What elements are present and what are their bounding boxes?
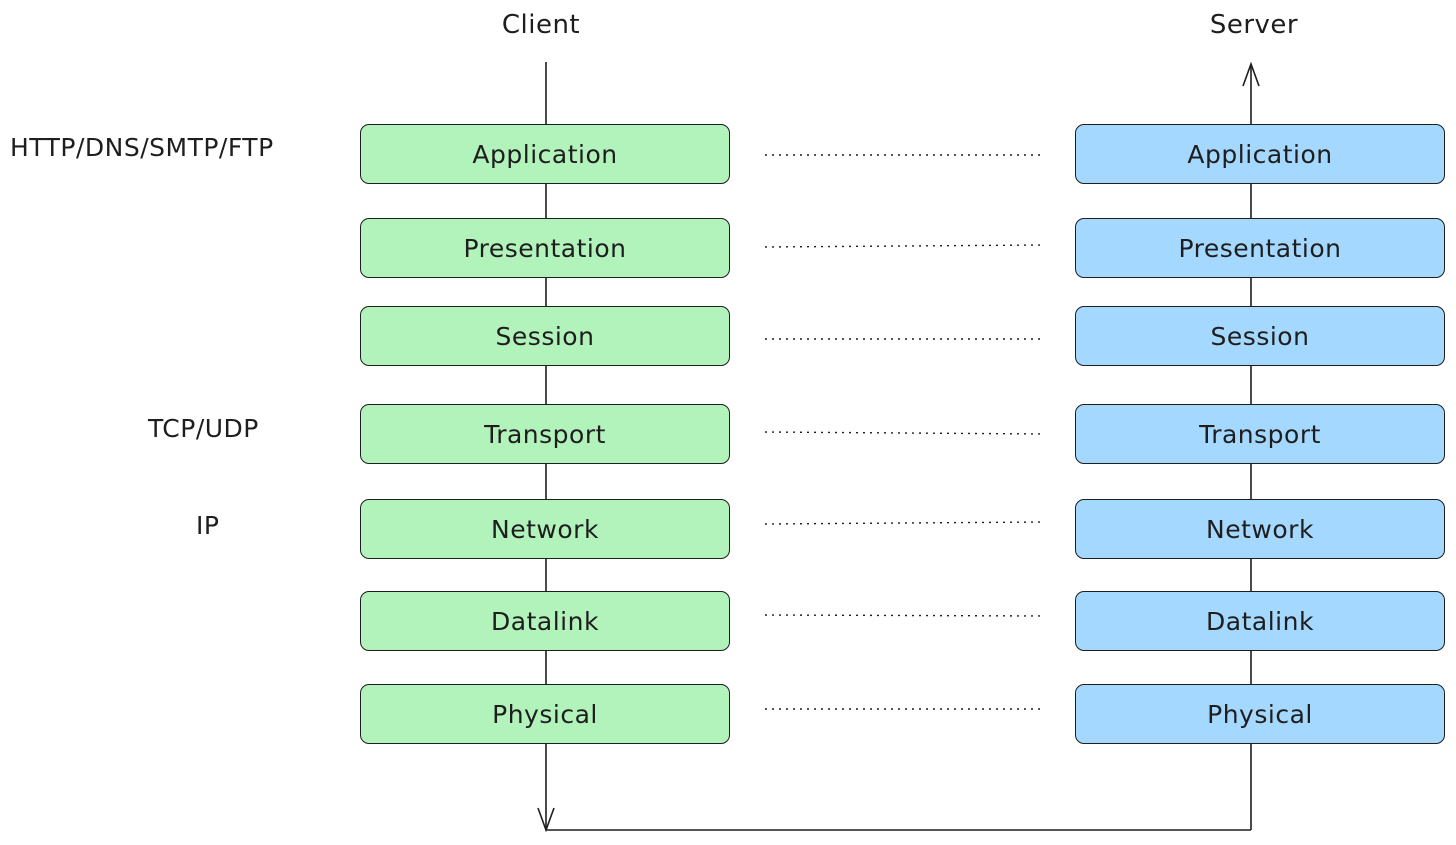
client-layer-network: Network: [360, 499, 730, 559]
server-title: Server: [1209, 10, 1299, 40]
protocol-label-network: IP: [196, 511, 220, 540]
client-layer-transport: Transport: [360, 404, 730, 464]
peer-line-presentation: [764, 244, 1046, 248]
server-layer-presentation: Presentation: [1075, 218, 1445, 278]
server-layer-datalink: Datalink: [1075, 591, 1445, 651]
client-title: Client: [501, 10, 581, 40]
peer-line-transport: [764, 431, 1046, 435]
protocol-label-application: HTTP/DNS/SMTP/FTP: [10, 133, 274, 162]
client-layer-physical: Physical: [360, 684, 730, 744]
server-layer-session: Session: [1075, 306, 1445, 366]
server-layer-network: Network: [1075, 499, 1445, 559]
peer-line-datalink: [764, 614, 1046, 617]
client-layer-datalink: Datalink: [360, 591, 730, 651]
client-layer-session: Session: [360, 306, 730, 366]
protocol-label-transport: TCP/UDP: [148, 414, 259, 443]
client-layer-application: Application: [360, 124, 730, 184]
client-layer-presentation: Presentation: [360, 218, 730, 278]
peer-line-network: [764, 521, 1046, 525]
server-layer-application: Application: [1075, 124, 1445, 184]
server-layer-transport: Transport: [1075, 404, 1445, 464]
server-layer-physical: Physical: [1075, 684, 1445, 744]
server-up-arrowhead: [1242, 61, 1260, 87]
